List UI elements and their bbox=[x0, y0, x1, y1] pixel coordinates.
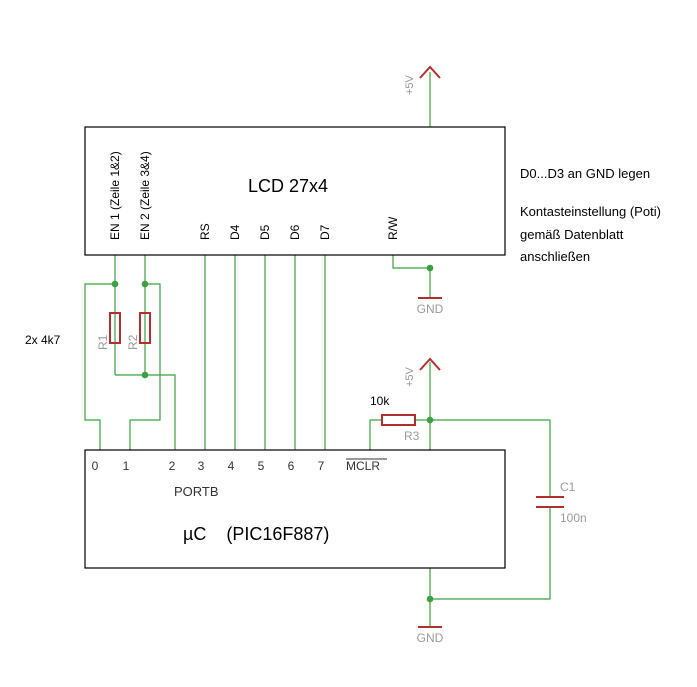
mcu-pin-0: 0 bbox=[92, 459, 99, 473]
resistor-pair-value: 2x 4k7 bbox=[25, 333, 61, 347]
lcd-title: LCD 27x4 bbox=[248, 176, 328, 196]
mcu-pin-4: 4 bbox=[228, 459, 235, 473]
lcd-pin-rw: R/W bbox=[386, 216, 400, 240]
lcd-pin-en2: EN 2 (Zeile 3&4) bbox=[138, 151, 152, 240]
mcu-block: 0 1 2 3 4 5 6 7 MCLR PORTB µC (PIC16F887… bbox=[84, 449, 506, 569]
lcd-pin-d4: D4 bbox=[228, 224, 242, 240]
mcu-pin-6: 6 bbox=[288, 459, 295, 473]
r2-label: R2 bbox=[126, 334, 140, 350]
resistor-r2: R2 bbox=[126, 312, 151, 350]
gnd-symbol-top: GND bbox=[417, 268, 444, 316]
lcd-pin-d5: D5 bbox=[258, 224, 272, 240]
mcu-pin-2: 2 bbox=[169, 459, 176, 473]
mcu-title: µC (PIC16F887) bbox=[183, 524, 329, 544]
lcd-pin-d7: D7 bbox=[318, 224, 332, 240]
note-line-4: anschließen bbox=[520, 249, 590, 264]
vcc-symbol-top: +5V bbox=[404, 65, 441, 127]
note-line-2: Kontasteinstellung (Poti) bbox=[520, 204, 661, 219]
resistor-r1: R1 bbox=[96, 312, 121, 350]
wiring bbox=[84, 255, 551, 600]
notes: D0...D3 an GND legen Kontasteinstellung … bbox=[520, 166, 661, 264]
mcu-pin-mclr: MCLR bbox=[346, 459, 380, 473]
note-line-3: gemäß Datenblatt bbox=[520, 227, 624, 242]
mcu-pin-5: 5 bbox=[258, 459, 265, 473]
capacitor-c1: C1 100n bbox=[536, 480, 587, 525]
vcc-top-label: +5V bbox=[404, 74, 416, 95]
lcd-pin-en1: EN 1 (Zeile 1&2) bbox=[108, 151, 122, 240]
c1-value: 100n bbox=[560, 511, 587, 525]
r3-value: 10k bbox=[370, 394, 390, 408]
resistor-r3: 10k R3 bbox=[370, 394, 420, 443]
r1-label: R1 bbox=[96, 334, 110, 350]
vcc-mid-label: +5V bbox=[404, 366, 416, 387]
mcu-port-label: PORTB bbox=[174, 484, 219, 499]
note-line-1: D0...D3 an GND legen bbox=[520, 166, 650, 181]
junction-dots bbox=[111, 264, 434, 603]
vcc-symbol-mid: +5V bbox=[404, 357, 441, 450]
gnd-bottom-label: GND bbox=[417, 631, 444, 645]
mcu-pin-3: 3 bbox=[198, 459, 205, 473]
lcd-pin-d6: D6 bbox=[288, 224, 302, 240]
gnd-top-label: GND bbox=[417, 302, 444, 316]
c1-name: C1 bbox=[560, 480, 576, 494]
mcu-pin-1: 1 bbox=[123, 459, 130, 473]
lcd-pin-rs: RS bbox=[198, 223, 212, 240]
lcd-module: LCD 27x4 EN 1 (Zeile 1&2) EN 2 (Zeile 3&… bbox=[84, 126, 506, 256]
gnd-symbol-bottom: GND bbox=[417, 568, 444, 645]
mcu-pin-7: 7 bbox=[318, 459, 325, 473]
r3-name: R3 bbox=[404, 429, 420, 443]
